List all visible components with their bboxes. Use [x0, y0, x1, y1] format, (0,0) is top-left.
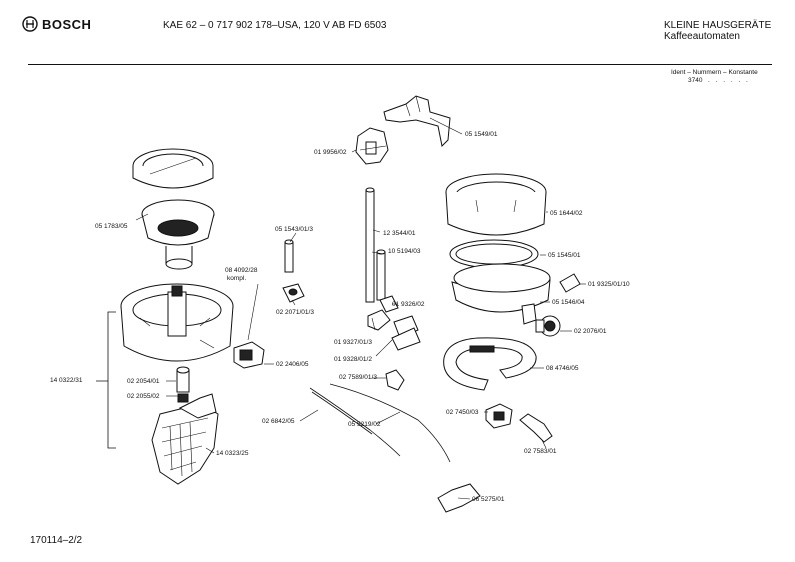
label-part: 05 1543/01/3	[275, 226, 313, 233]
header-rule	[28, 64, 772, 65]
part-clip-019325	[559, 273, 581, 293]
label-part: 01 9956/02	[314, 149, 347, 156]
part-pin-051543	[284, 239, 294, 273]
part-heater-coil-084746	[443, 337, 537, 391]
part-tube-105194	[376, 249, 386, 301]
label-part: 05 1546/04	[552, 299, 585, 306]
assembly-bracket	[96, 311, 116, 449]
label-part: 05 5219/02	[348, 421, 381, 428]
part-tube-123544	[365, 187, 375, 303]
label-part: 02 2054/01	[127, 378, 160, 385]
label-part: 02 2076/01	[574, 328, 607, 335]
label-part: 05 1545/01	[548, 252, 581, 259]
category-subtitle: Kaffeeautomaten	[664, 31, 740, 42]
label-part: 14 0322/31	[50, 377, 83, 384]
label-part: 02 7450/03	[446, 409, 479, 416]
label-part: 05 1549/01	[465, 131, 498, 138]
part-thermostat-027450	[485, 403, 513, 429]
label-part: 12 3544/01	[383, 230, 416, 237]
label-part: 02 7583/01	[524, 448, 557, 455]
ident-dots: . . . . . .	[708, 77, 750, 84]
part-clip-027583	[519, 413, 553, 443]
label-part: 01 9326/02	[392, 301, 425, 308]
part-housing-051546	[451, 263, 551, 325]
label-part: 01 9325/01/10	[588, 281, 630, 288]
label-part: 05 1783/05	[95, 223, 128, 230]
page-id: 170114–2/2	[30, 535, 83, 546]
label-part: 05 1644/02	[550, 210, 583, 217]
part-heater-block	[151, 366, 219, 485]
model-line: KAE 62 – 0 717 902 178–USA, 120 V AB FD …	[163, 20, 387, 31]
part-clip-027589	[385, 369, 405, 391]
label-part: 02 2071/01/3	[276, 309, 314, 316]
part-base-housing	[120, 283, 234, 362]
part-bracket-051549	[383, 95, 451, 148]
brand-name: BOSCH	[42, 17, 92, 32]
label-part: kompl.	[227, 275, 247, 282]
bosch-armature-icon	[22, 16, 38, 32]
ident-label: Ident – Nummern – Konstante	[671, 69, 758, 76]
part-filter-funnel	[141, 199, 215, 270]
label-part: 01 9328/01/2	[334, 356, 372, 363]
part-fittings	[367, 295, 421, 351]
label-part: 01 9327/01/3	[334, 339, 372, 346]
category-title: KLEINE HAUSGERÄTE	[664, 20, 772, 31]
label-part: 02 2055/02	[127, 393, 160, 400]
ident-value: 3740	[688, 77, 703, 84]
label-part: 14 0323/25	[216, 450, 249, 457]
part-knob-022076	[535, 315, 561, 337]
part-cap-022071	[282, 283, 305, 303]
label-part: 02 7589/01/3	[339, 374, 377, 381]
label-part: 10 5194/03	[388, 248, 421, 255]
label-part: 08 4746/05	[546, 365, 579, 372]
label-part: 02 2406/05	[276, 361, 309, 368]
cables	[309, 383, 451, 463]
part-reservoir-051644	[445, 173, 547, 236]
part-clamp-019956	[355, 127, 389, 165]
part-switch-022406	[233, 341, 265, 369]
label-part: 06 5275/01	[472, 496, 505, 503]
leader-lines	[135, 117, 586, 500]
label-part: 08 4092/28	[225, 267, 258, 274]
label-part: 02 6842/05	[262, 418, 295, 425]
part-ring-051545	[449, 239, 539, 269]
part-filter-lid-051783	[132, 148, 214, 189]
